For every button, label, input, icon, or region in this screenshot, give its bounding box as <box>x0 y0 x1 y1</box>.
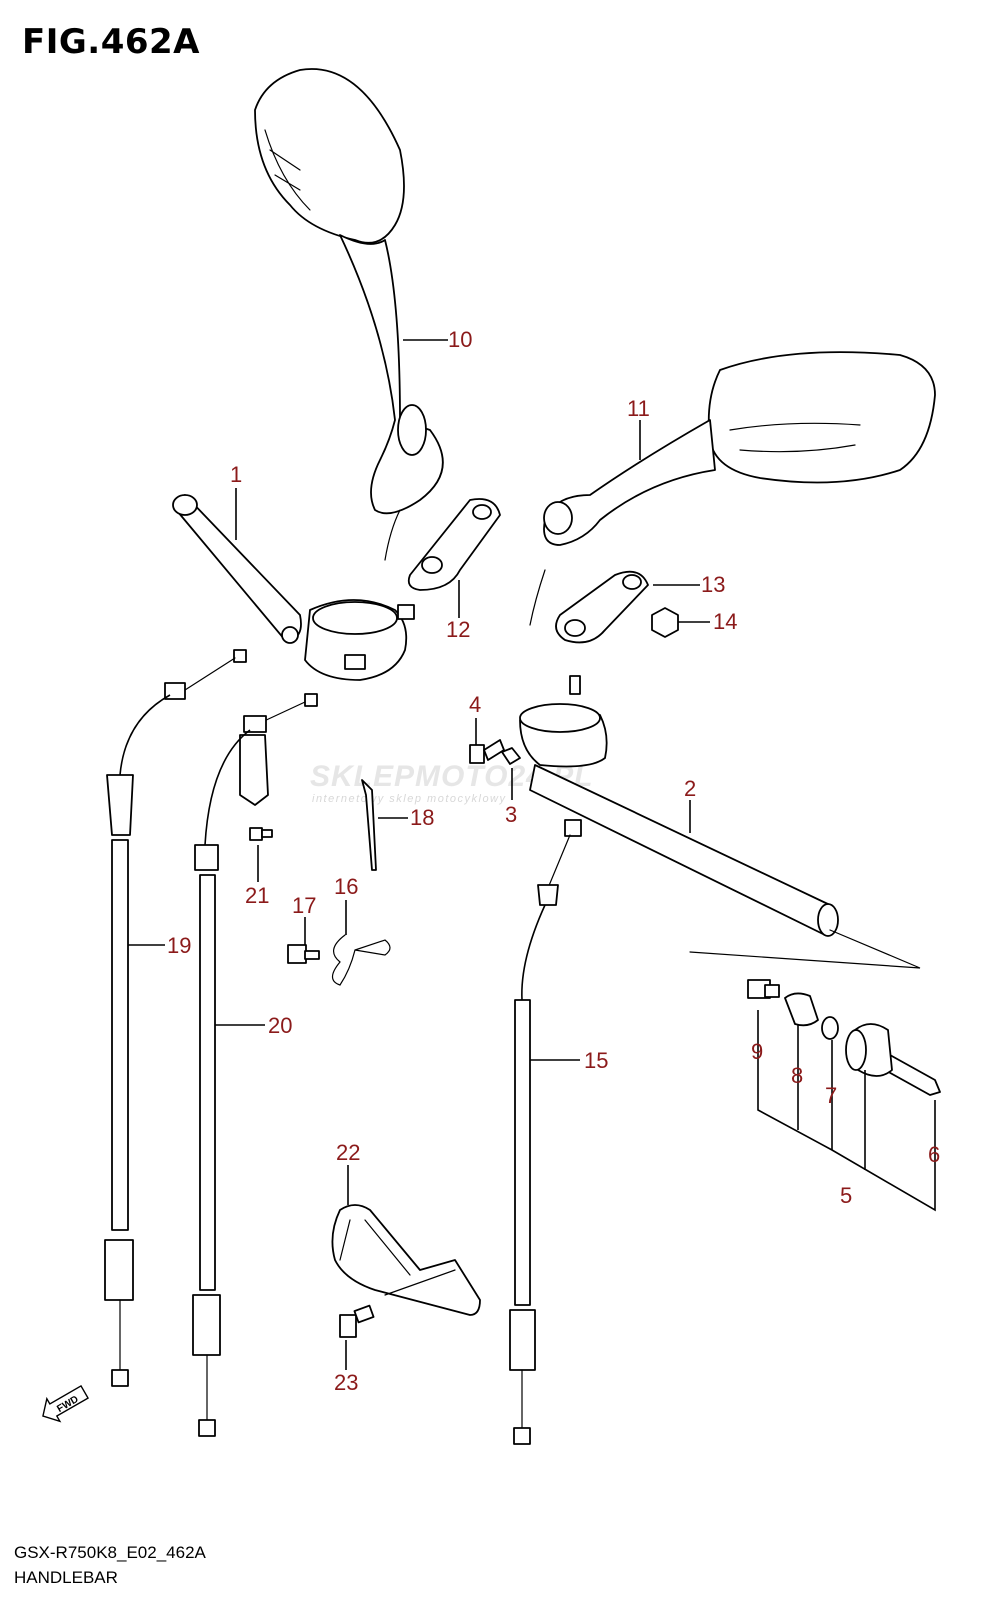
callout-9: 9 <box>751 1039 763 1064</box>
part-9-nut <box>747 979 780 999</box>
part-4-bolt <box>469 739 505 764</box>
part-15-clutch-cable <box>509 819 582 1445</box>
fwd-label: FWD <box>55 1394 80 1415</box>
part-10-left-mirror <box>254 68 444 561</box>
callout-3: 3 <box>505 802 517 827</box>
callout-10: 10 <box>448 327 472 352</box>
fwd-direction-badge: FWD <box>42 1384 89 1423</box>
callout-labels: 1 2 3 4 5 6 7 8 9 10 11 12 13 14 15 16 1… <box>167 327 940 1395</box>
callout-21: 21 <box>245 883 269 908</box>
part-2-right-handlebar <box>519 675 839 937</box>
callout-13: 13 <box>701 572 725 597</box>
part-3-washer <box>501 747 521 765</box>
part-13-right-bracket <box>555 570 649 644</box>
part-12-left-bracket <box>407 498 501 591</box>
callout-19: 19 <box>167 933 191 958</box>
figure-title: FIG.462A <box>22 22 200 62</box>
callout-11: 11 <box>627 396 650 421</box>
figure-name: HANDLEBAR <box>14 1568 118 1587</box>
callout-16: 16 <box>334 874 358 899</box>
callout-20: 20 <box>268 1013 292 1038</box>
callout-23: 23 <box>334 1370 358 1395</box>
callout-15: 15 <box>584 1048 608 1073</box>
fwd-arrow-icon <box>42 1384 89 1423</box>
part-20-throttle-cable <box>192 693 318 1437</box>
part-11-right-mirror <box>529 351 936 626</box>
part-7-washer <box>821 1016 839 1040</box>
callout-22: 22 <box>336 1140 360 1165</box>
model-code: GSX-R750K8_E02_462A <box>14 1543 206 1562</box>
callout-6: 6 <box>928 1142 940 1167</box>
part-23-screw <box>339 1304 375 1338</box>
part-22-cable-guide <box>331 1204 481 1316</box>
part-16-wire-clip <box>331 934 391 986</box>
callout-8: 8 <box>791 1063 803 1088</box>
part-17-bolt <box>287 944 320 964</box>
part-21-screw <box>249 827 273 841</box>
leader-lines <box>128 339 936 1370</box>
callout-14: 14 <box>713 609 737 634</box>
callout-1: 1 <box>230 462 242 487</box>
callout-5: 5 <box>840 1183 852 1208</box>
part-19-throttle-cable <box>104 649 247 1387</box>
callout-4: 4 <box>469 692 481 717</box>
part-14-nut <box>651 607 679 638</box>
callout-2: 2 <box>684 776 696 801</box>
part-8-collar <box>784 992 819 1027</box>
part-6-screw <box>884 1054 941 1096</box>
callout-18: 18 <box>410 805 434 830</box>
callout-7: 7 <box>825 1083 837 1108</box>
part-1-left-handlebar <box>172 494 415 681</box>
watermark-subtext: internetowy sklep motocyklowy <box>312 793 507 805</box>
part-18-cable-clip <box>361 779 377 871</box>
alignment-line <box>689 929 921 969</box>
callout-12: 12 <box>446 617 470 642</box>
part-5-bar-end-weight <box>845 1023 893 1077</box>
callout-17: 17 <box>292 893 316 918</box>
